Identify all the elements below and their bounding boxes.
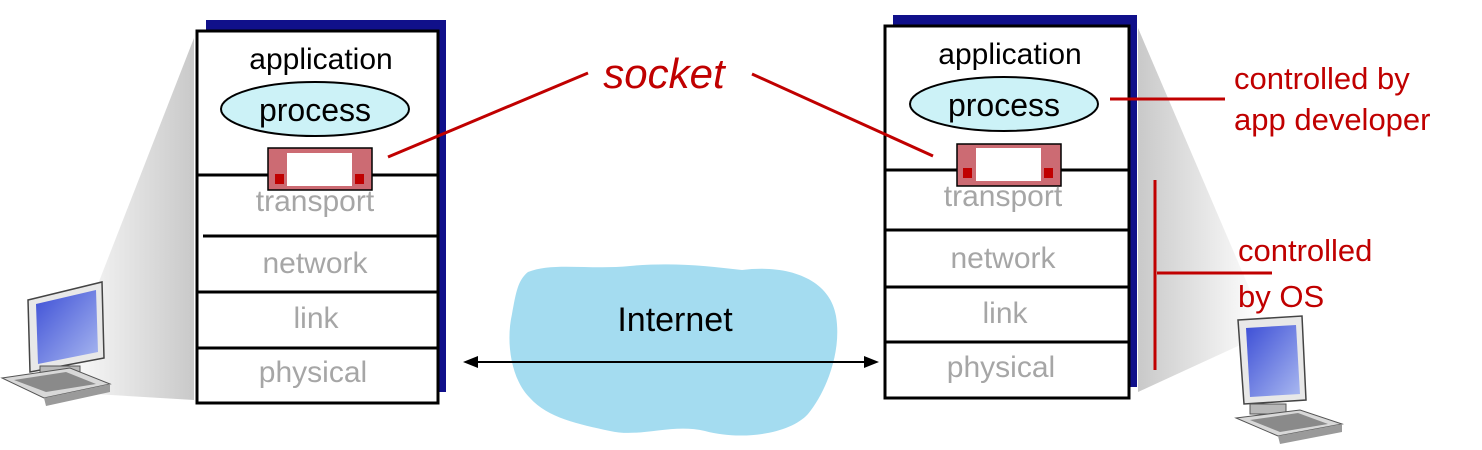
left-protocol-stack: application process transport network li… (195, 20, 446, 405)
physical-link-arrow (463, 356, 879, 368)
desktop-computer-icon (1234, 315, 1344, 444)
right-layer-network: network (950, 242, 1056, 275)
right-socket-icon (956, 143, 1062, 187)
left-layer-physical: physical (259, 356, 367, 389)
right-projection-beam (1138, 28, 1262, 392)
right-layer-transport: transport (944, 180, 1063, 213)
right-process-ellipse (909, 76, 1099, 132)
desktop-computer-icon (0, 281, 112, 406)
left-process-ellipse (220, 81, 410, 137)
left-layer-network: network (262, 247, 368, 280)
left-socket-icon (267, 147, 373, 191)
internet-label: Internet (617, 301, 733, 339)
os-line1: controlled (1238, 233, 1372, 268)
internet-cloud (509, 264, 838, 436)
socket-label: socket (603, 50, 727, 97)
left-layer-link: link (293, 302, 339, 335)
right-layer-physical: physical (947, 351, 1055, 384)
right-process-label: process (948, 87, 1060, 123)
right-layer-link: link (982, 297, 1028, 330)
app-developer-line1: controlled by (1234, 61, 1410, 96)
left-layer-transport: transport (256, 185, 375, 218)
app-developer-line2: app developer (1234, 102, 1431, 137)
os-line2: by OS (1238, 279, 1324, 314)
socket-leader-right (751, 72, 934, 158)
right-protocol-stack: application process transport network li… (883, 15, 1137, 400)
right-application-label: application (938, 38, 1081, 71)
left-process-label: process (259, 92, 371, 128)
socket-leader-left (387, 71, 589, 159)
left-application-label: application (249, 43, 392, 76)
